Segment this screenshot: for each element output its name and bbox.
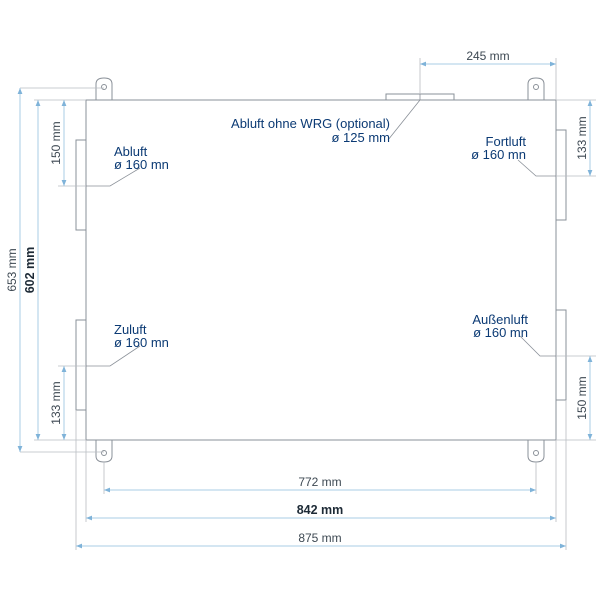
port-aussenluft-diameter: ø 160 mn <box>473 325 528 340</box>
port-zuluft-name: Zuluft <box>114 322 147 337</box>
dim-label-875: 875 mm <box>298 531 341 545</box>
dim-label-653: 653 mm <box>5 248 19 291</box>
port-abluft-diameter: ø 160 mn <box>114 157 169 172</box>
port-labels: Abluft ohne WRG (optional) ø 125 mm Ablu… <box>114 116 528 350</box>
port-abluft-optional-diameter: ø 125 mm <box>331 130 390 145</box>
spigot-zuluft <box>75 319 87 411</box>
port-abluft-optional-name: Abluft ohne WRG (optional) <box>231 116 390 131</box>
dim-label-602: 602 mm <box>23 247 37 294</box>
dimension-lines <box>17 61 593 549</box>
port-abluft-name: Abluft <box>114 144 148 159</box>
mounting-hole-bottom-left <box>101 450 107 456</box>
dim-label-772: 772 mm <box>298 475 341 489</box>
dim-label-left-133: 133 mm <box>49 381 63 424</box>
leader-lines <box>86 94 556 367</box>
spigot-abluft <box>75 139 87 231</box>
extension-lines <box>20 58 596 550</box>
dim-label-842: 842 mm <box>297 503 344 517</box>
mounting-hole-bottom-right <box>533 450 539 456</box>
mounting-hole-top-right <box>533 84 539 90</box>
dim-label-left-150: 150 mm <box>49 121 63 164</box>
port-aussenluft-name: Außenluft <box>472 312 528 327</box>
spigot-aussenluft <box>555 309 567 401</box>
port-fortluft-name: Fortluft <box>486 134 527 149</box>
port-fortluft-diameter: ø 160 mn <box>471 147 526 162</box>
dim-label-right-133: 133 mm <box>575 116 589 159</box>
dim-label-245: 245 mm <box>466 49 509 63</box>
mounting-hole-top-left <box>101 84 107 90</box>
port-zuluft-diameter: ø 160 mn <box>114 335 169 350</box>
spigot-fortluft <box>555 129 567 221</box>
dim-label-right-150: 150 mm <box>575 376 589 419</box>
dimension-labels: 245 mm 653 mm 602 mm 150 mm 133 mm 133 m… <box>5 49 589 545</box>
housing <box>85 99 557 441</box>
